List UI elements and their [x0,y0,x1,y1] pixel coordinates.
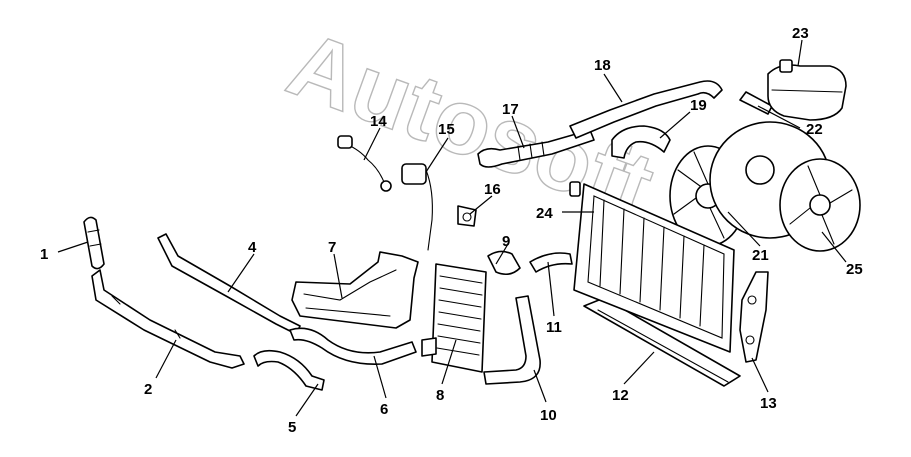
callout-9: 9 [502,233,510,250]
callout-4: 4 [248,239,257,256]
part-24-radiator [569,181,735,353]
callout-12: 12 [612,387,629,404]
part-1-hose [83,216,105,270]
part-13-bracket [739,271,769,363]
part-2-pipe [91,269,245,369]
callout-5: 5 [288,419,296,436]
callout-25: 25 [846,261,863,278]
part-10-hose [483,295,541,385]
callout-19: 19 [690,97,707,114]
callout-1: 1 [40,246,48,263]
part-11-bracket [529,252,573,273]
part-14-sensor [337,135,392,192]
callouts: 1 2 4 5 6 7 8 9 10 11 12 13 14 15 16 17 … [40,25,863,436]
callout-8: 8 [436,387,444,404]
part-7-air-duct [291,251,419,329]
part-18-pipe [569,80,723,139]
callout-14: 14 [370,113,387,130]
part-5-hose [253,349,325,391]
part-6-hose [289,327,417,365]
callout-17: 17 [502,101,519,118]
callout-16: 16 [484,181,501,198]
callout-15: 15 [438,121,455,138]
callout-11: 11 [546,319,562,336]
callout-22: 22 [806,121,823,138]
part-17-hose [477,129,595,168]
callout-23: 23 [792,25,809,42]
callout-7: 7 [328,239,336,256]
callout-24: 24 [536,205,553,222]
callout-18: 18 [594,57,611,74]
part-23-tank [767,59,847,121]
part-9-hose [487,250,521,276]
callout-10: 10 [540,407,557,424]
part-15-switch [401,163,433,251]
part-16-sensor [457,205,477,227]
leader-lines [57,39,847,417]
part-25-fan-shroud [709,121,861,252]
part-8-intercooler [421,263,487,373]
callout-21: 21 [752,247,769,264]
callout-6: 6 [380,401,388,418]
callout-13: 13 [760,395,777,412]
part-19-elbow [611,125,671,159]
callout-2: 2 [144,381,152,398]
part-4-pipe [157,233,301,335]
part-12-bar [583,297,741,387]
